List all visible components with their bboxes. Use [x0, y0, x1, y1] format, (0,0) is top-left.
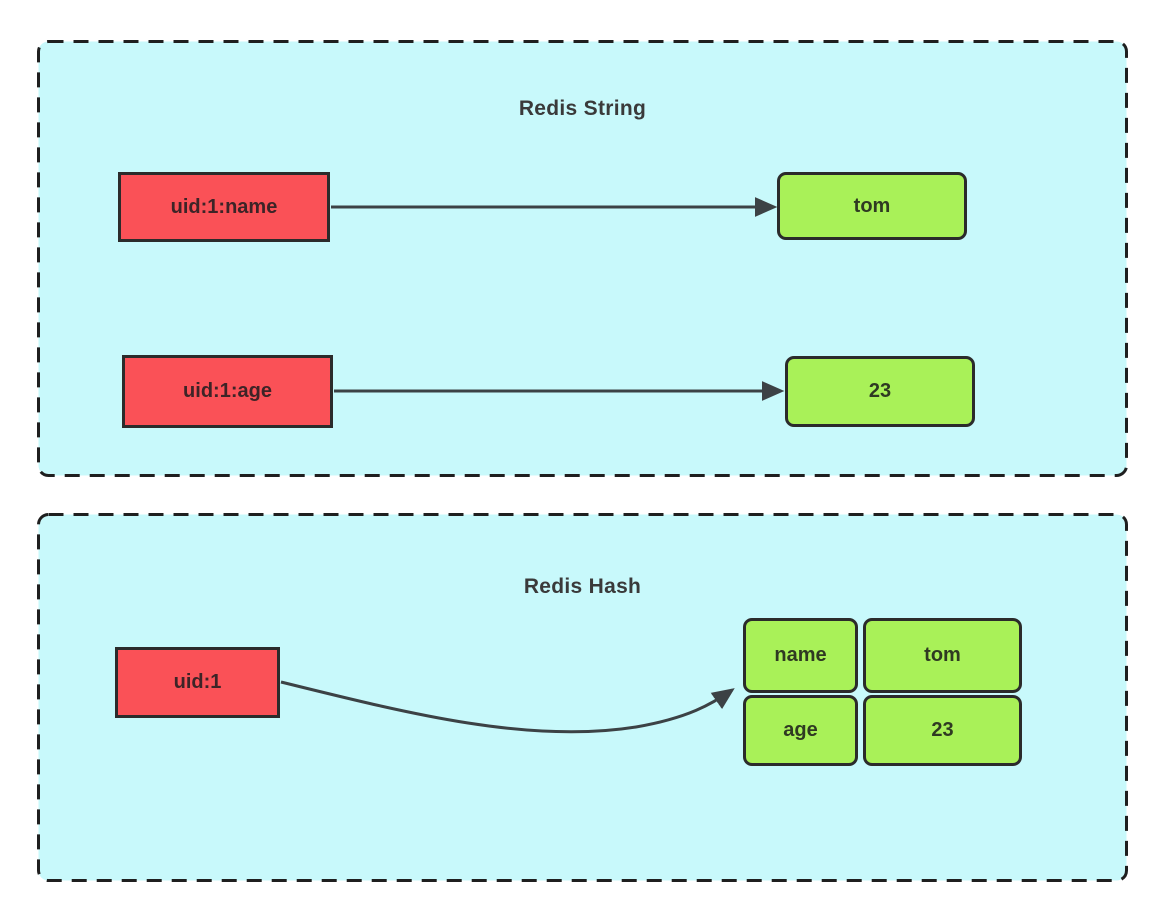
value-box-23: 23 [785, 356, 975, 427]
redis-string-title: Redis String [518, 97, 647, 120]
key-box-uid-1: uid:1 [115, 647, 280, 718]
arrow-uid1-to-hash-table [280, 680, 735, 734]
redis-hash-title: Redis Hash [523, 575, 642, 598]
hash-field-name: name [743, 618, 858, 693]
value-box-tom: tom [777, 172, 967, 240]
key-box-uid-1-age: uid:1:age [122, 355, 333, 428]
hash-value-23: 23 [863, 695, 1022, 766]
key-box-uid-1-name: uid:1:name [118, 172, 330, 242]
hash-value-tom: tom [863, 618, 1022, 693]
hash-field-age: age [743, 695, 858, 766]
